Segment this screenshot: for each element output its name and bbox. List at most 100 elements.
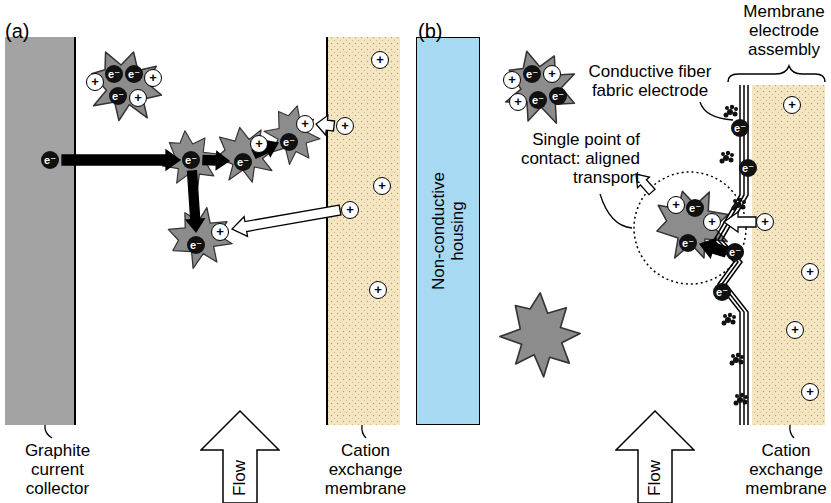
electron-symbol: e⁻	[280, 133, 298, 151]
catalyst-dot	[734, 107, 738, 111]
membrane	[327, 37, 400, 425]
catalyst-dot	[740, 393, 744, 397]
electron-symbol: e⁻	[549, 87, 567, 105]
collector-edge	[74, 37, 76, 425]
part-label: Cation exchange membrane	[743, 441, 829, 498]
catalyst-dot	[726, 151, 730, 155]
catalyst-dot	[720, 159, 725, 164]
cation-symbol: +	[369, 281, 387, 299]
catalyst-dot	[723, 314, 727, 318]
cation-symbol: +	[371, 51, 389, 69]
particles	[84, 43, 739, 390]
membrane-edge	[326, 37, 328, 425]
electron-symbol: e⁻	[731, 119, 749, 137]
catalyst-dot	[731, 354, 735, 358]
cation-symbol: +	[543, 65, 561, 83]
cation-symbol: +	[250, 135, 268, 153]
leader-line	[45, 425, 52, 438]
cation-arrow	[724, 212, 756, 232]
part-label: Cation exchange membrane	[318, 441, 413, 498]
catalyst-dot	[740, 355, 744, 359]
catalyst-dot	[731, 320, 736, 325]
cation-symbol: +	[503, 71, 521, 89]
housing-label: Non-conductive housing	[429, 164, 467, 299]
catalyst-dot	[736, 353, 740, 357]
catalyst-dot	[734, 401, 739, 406]
catalyst-dot	[729, 158, 734, 163]
cation-symbol: +	[703, 213, 721, 231]
cation-symbol: +	[129, 89, 147, 107]
electron-symbol: e⁻	[182, 151, 200, 169]
cation-symbol: +	[783, 96, 801, 114]
flow-arrow: Flow	[615, 410, 695, 503]
graphite-collector	[5, 37, 75, 425]
leader-line	[790, 425, 794, 438]
electron-symbol: e⁻	[125, 65, 143, 83]
catalyst-dot	[730, 105, 734, 109]
catalyst-dot	[739, 360, 744, 365]
electron-symbol: e⁻	[234, 153, 252, 171]
catalyst-dot	[725, 106, 729, 110]
catalyst-dot	[724, 113, 729, 118]
electron-arrow	[186, 171, 204, 232]
cation-arrow	[232, 205, 341, 236]
cation-symbol: +	[144, 69, 162, 87]
bracket	[728, 66, 825, 82]
cation-symbol: +	[336, 117, 354, 135]
catalyst-dot	[728, 313, 732, 317]
cation-symbol: +	[211, 223, 229, 241]
catalyst-dot	[744, 395, 748, 399]
catalyst-dot	[730, 153, 734, 157]
panel-letter: (a)	[5, 20, 45, 42]
catalyst-dot	[732, 315, 736, 319]
catalyst-dot	[743, 400, 748, 405]
leader-line	[600, 194, 632, 228]
contact-circle	[634, 172, 746, 284]
electron-symbol: e⁻	[686, 199, 704, 217]
electron-arrow	[700, 239, 728, 258]
electron-symbol: e⁻	[713, 283, 731, 301]
panel-letter: (b)	[418, 20, 458, 42]
electron-symbol: e⁻	[679, 234, 697, 252]
catalyst-dot	[722, 321, 727, 326]
catalyst-dot	[732, 206, 737, 211]
housing-box: Non-conductive housing	[416, 37, 480, 425]
cation-symbol: +	[373, 177, 391, 195]
catalyst-dot	[742, 200, 746, 204]
callout-label: Single point of contact: aligned transpo…	[500, 130, 640, 187]
cation-symbol: +	[756, 213, 774, 231]
cation-symbol: +	[341, 201, 359, 219]
part-label: Graphite current collector	[10, 441, 105, 498]
electron-symbol: e⁻	[529, 91, 547, 109]
part-label: Conductive fiber fabric electrode	[575, 62, 725, 100]
electron-arrow	[203, 152, 229, 170]
electron-symbol: e⁻	[523, 65, 541, 83]
catalyst-dot	[730, 361, 735, 366]
cation-symbol: +	[296, 115, 314, 133]
catalyst-dot	[735, 394, 739, 398]
electron-symbol: e⁻	[105, 65, 123, 83]
catalyst-dot	[721, 152, 725, 156]
electron-symbol: e⁻	[41, 151, 59, 169]
electron-arrow	[62, 150, 180, 170]
cation-symbol: +	[509, 93, 527, 111]
membrane	[752, 85, 825, 425]
flow-label: Flow	[645, 460, 664, 496]
cation-symbol: +	[786, 321, 804, 339]
flow-arrow: Flow	[200, 410, 280, 503]
part-label: Membrane electrode assembly	[739, 2, 829, 59]
flow-arrow-outline	[616, 411, 694, 503]
electron-symbol: e⁻	[187, 236, 205, 254]
leader-line	[700, 102, 733, 120]
leader-line	[362, 425, 366, 438]
transport-arrows	[62, 115, 756, 257]
catalyst-dot	[733, 199, 737, 203]
cation-symbol: +	[801, 263, 819, 281]
electron-symbol: e⁻	[739, 159, 757, 177]
flow-label: Flow	[230, 460, 249, 496]
cation-symbol: +	[801, 383, 819, 401]
cation-symbol: +	[667, 196, 685, 214]
electron-symbol: e⁻	[726, 243, 744, 261]
catalyst-dot	[733, 112, 738, 117]
cation-arrow	[316, 115, 335, 135]
